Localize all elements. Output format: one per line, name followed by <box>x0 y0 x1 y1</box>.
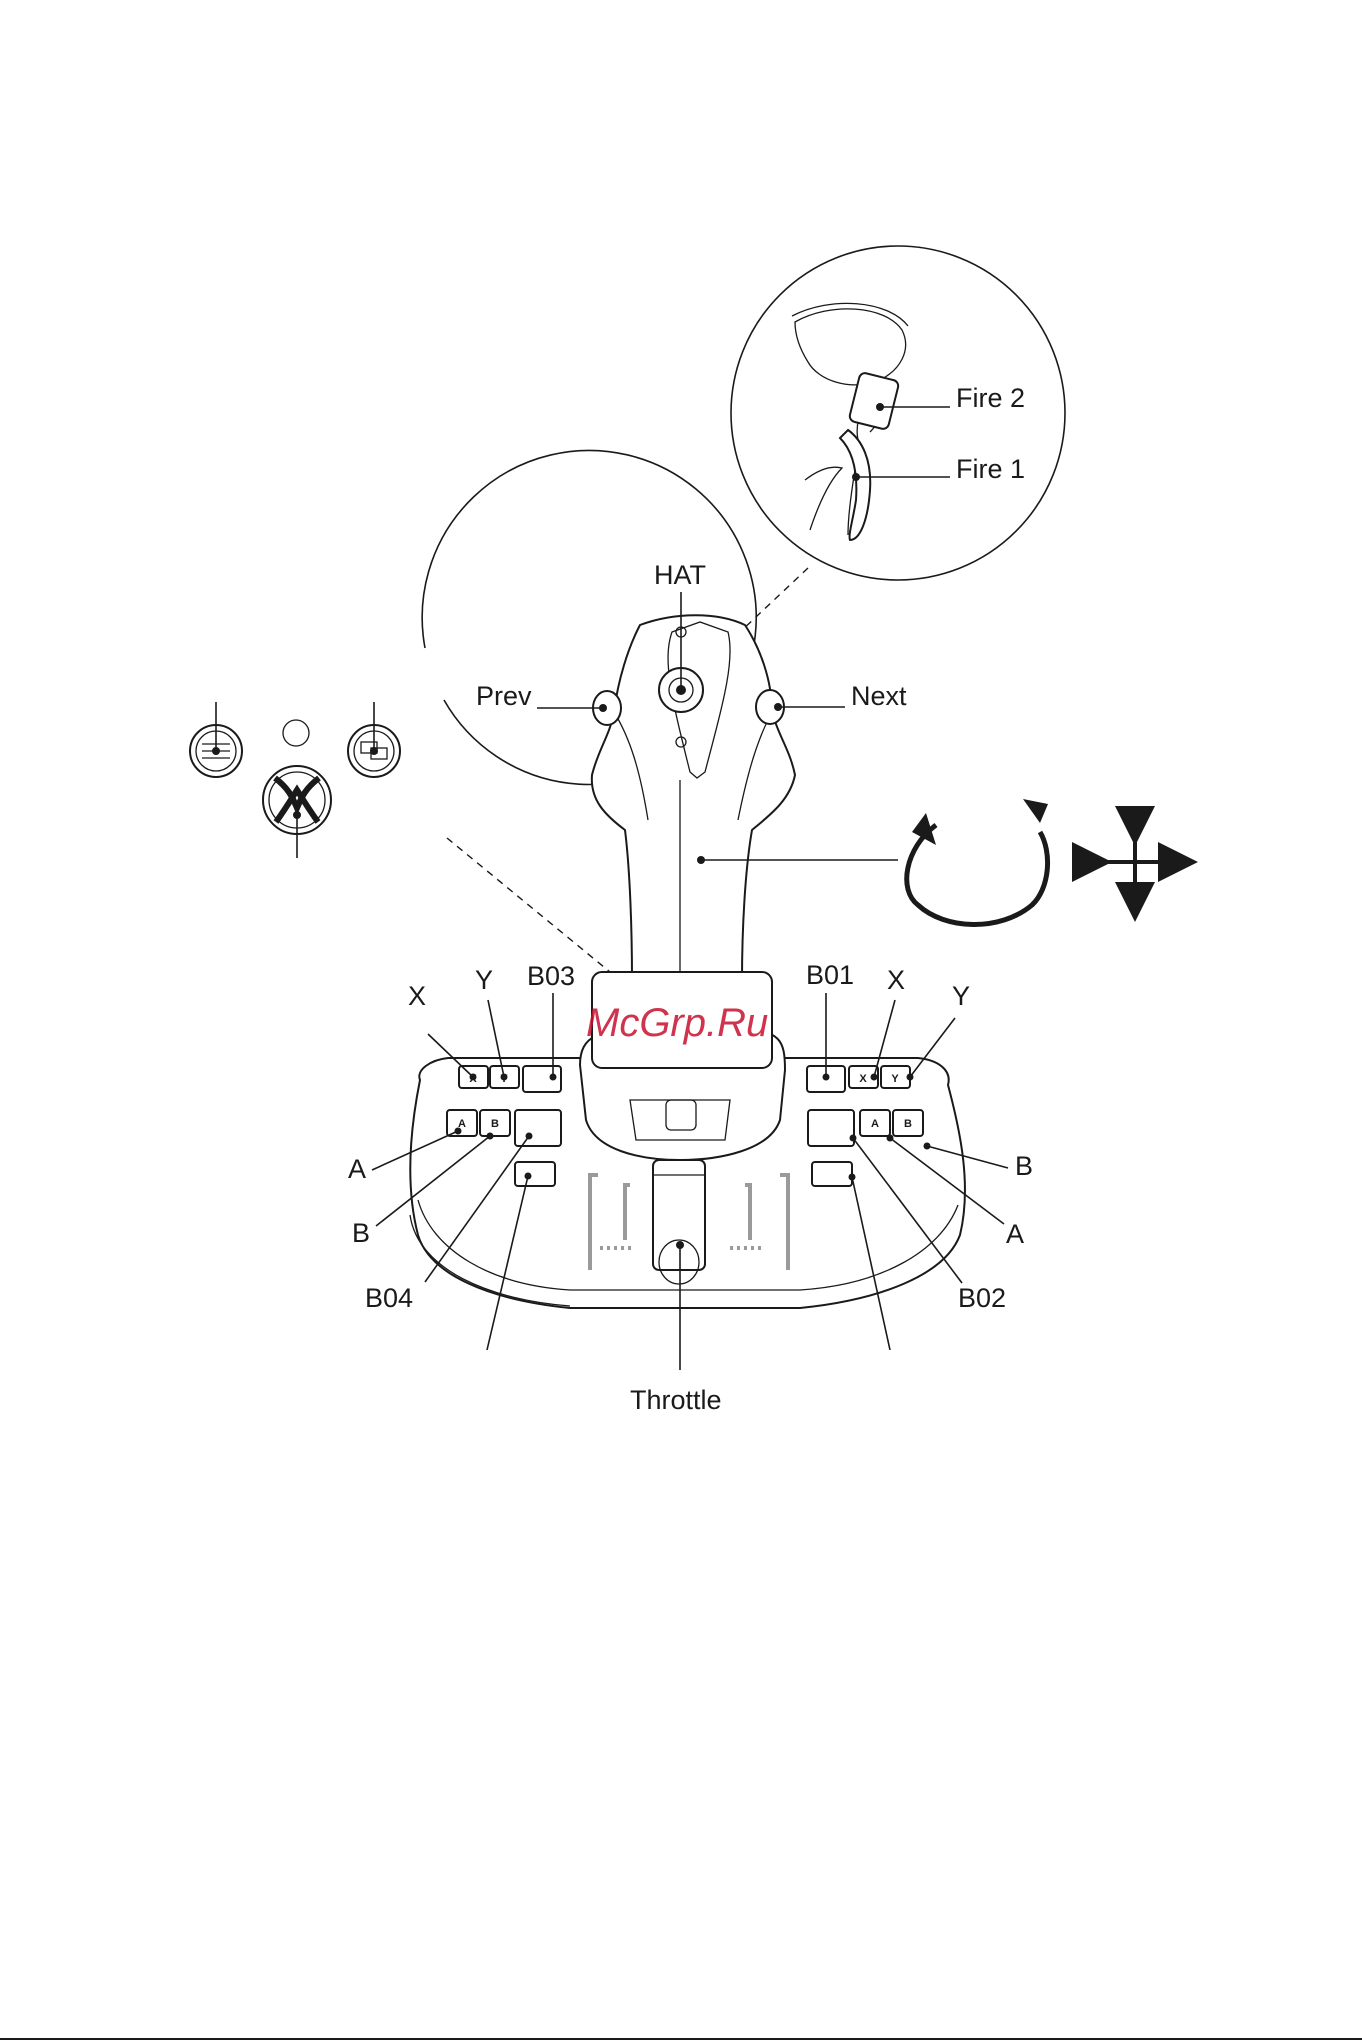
view-button-icon[interactable] <box>190 702 242 777</box>
right-menu-key[interactable] <box>812 1162 852 1186</box>
fire2-button[interactable] <box>849 372 900 430</box>
fire2-label: Fire 2 <box>956 383 1025 413</box>
trigger-illustration <box>792 303 908 540</box>
svg-text:X: X <box>859 1073 867 1085</box>
svg-text:B: B <box>491 1118 499 1130</box>
bottom-rule <box>0 2038 1362 2040</box>
left-x-label: X <box>408 981 426 1011</box>
prev-label: Prev <box>476 681 532 711</box>
b02-label: B02 <box>958 1283 1006 1313</box>
hat-label: HAT <box>654 560 706 590</box>
left-b-key[interactable]: B <box>480 1110 510 1136</box>
svg-text:Y: Y <box>891 1073 899 1085</box>
b03-label: B03 <box>527 961 575 991</box>
xbox-callout-dash <box>447 838 610 972</box>
svg-text:B: B <box>904 1118 912 1130</box>
b04-label: B04 <box>365 1283 413 1313</box>
right-a-label: A <box>1006 1219 1024 1249</box>
fire1-label: Fire 1 <box>956 454 1025 484</box>
trigger-callout-dash <box>740 568 808 632</box>
twist-rotation-icon <box>907 799 1048 925</box>
menu-button-icon[interactable] <box>348 702 400 777</box>
four-way-arrow-icon <box>1092 826 1178 902</box>
watermark: McGrp.Ru <box>586 1001 768 1045</box>
throttle-label: Throttle <box>630 1385 722 1415</box>
left-a-label: A <box>348 1154 366 1184</box>
right-b-key[interactable]: B <box>893 1110 923 1136</box>
trigger-detail-circle: Fire 2 Fire 1 <box>731 246 1065 632</box>
b01-label: B01 <box>806 960 854 990</box>
right-y-key[interactable]: Y <box>881 1066 910 1088</box>
throttle-slider[interactable] <box>653 1160 705 1284</box>
next-label: Next <box>851 681 907 711</box>
svg-text:A: A <box>871 1118 879 1130</box>
right-x-label: X <box>887 965 905 995</box>
right-a-key[interactable]: A <box>860 1110 890 1136</box>
xbox-logo-icon[interactable] <box>263 766 331 858</box>
right-b02-key[interactable] <box>808 1110 854 1146</box>
left-y-label: Y <box>475 965 493 995</box>
left-view-key[interactable] <box>515 1162 555 1186</box>
right-y-label: Y <box>952 981 970 1011</box>
fire1-trigger[interactable] <box>840 430 870 540</box>
left-b04-key[interactable] <box>515 1110 561 1146</box>
left-b-label: B <box>352 1218 370 1248</box>
right-b-label: B <box>1015 1151 1033 1181</box>
left-a-key[interactable]: A <box>447 1110 477 1136</box>
status-led <box>283 720 309 746</box>
